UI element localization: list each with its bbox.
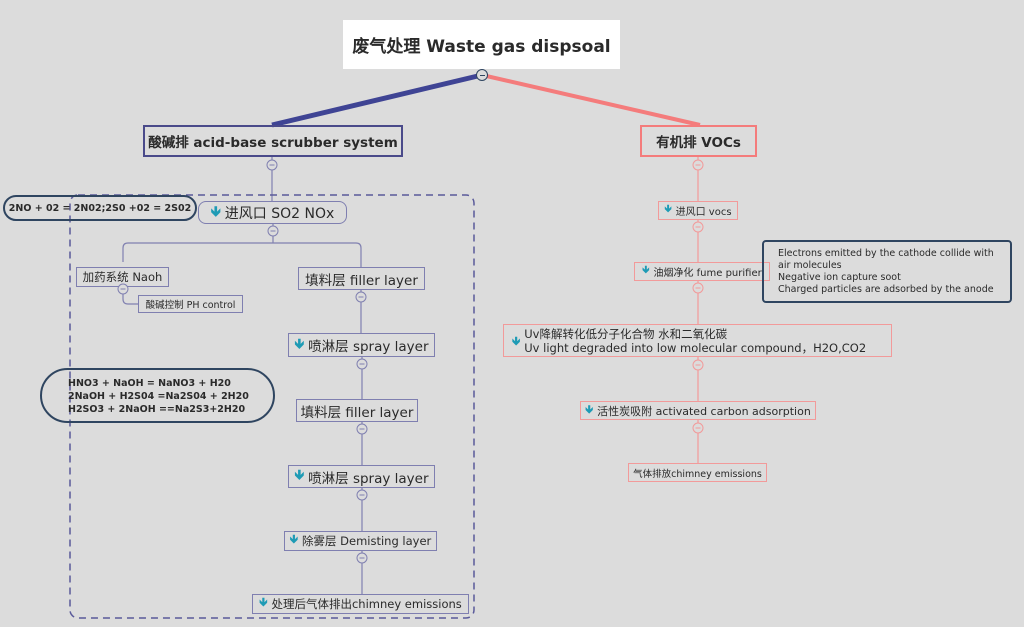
note-line: Charged particles are adsorbed by the an…	[778, 284, 994, 295]
equation-line: HNO3 + NaOH = NaNO3 + H20	[68, 378, 231, 389]
collapse-carbon[interactable]	[692, 422, 704, 434]
arrow-down-icon: 🡻	[642, 265, 650, 276]
chimney-emissions-left-node[interactable]: 🡻处理后气体排出chimney emissions	[252, 594, 469, 614]
callout-neutralization[interactable]: HNO3 + NaOH = NaNO3 + H20 2NaOH + H2S04 …	[40, 368, 275, 423]
inlet-so2-nox-node[interactable]: 🡻进风口 SO2 NOx	[198, 201, 347, 224]
spray-layer-1-node[interactable]: 🡻喷淋层 spray layer	[288, 333, 435, 357]
collapse-root[interactable]	[476, 69, 488, 81]
arrow-down-icon: 🡻	[210, 203, 221, 220]
note-line: Electrons emitted by the cathode collide…	[778, 248, 994, 271]
spray-layer-2-node[interactable]: 🡻喷淋层 spray layer	[288, 465, 435, 488]
arrow-down-icon: 🡻	[289, 531, 298, 546]
node-label: 油烟净化 fume purifier	[653, 268, 762, 279]
demisting-layer-node[interactable]: 🡻除雾层 Demisting layer	[284, 531, 437, 551]
fume-purifier-node[interactable]: 🡻油烟净化 fume purifier	[634, 262, 770, 281]
callout-oxidation[interactable]: 2NO + 02 = 2N02;2S0 +02 = 2S02	[3, 195, 197, 221]
node-label: Uv降解转化低分子化合物 水和二氧化碳	[524, 326, 728, 341]
collapse-vocs[interactable]	[692, 159, 704, 171]
collapse-inlet-vocs[interactable]	[692, 221, 704, 233]
activated-carbon-node[interactable]: 🡻活性炭吸附 activated carbon adsorption	[580, 401, 816, 420]
chimney-emissions-right-node[interactable]: 气体排放chimney emissions	[628, 463, 767, 482]
arrow-down-icon: 🡻	[512, 333, 521, 348]
collapse-spray-1[interactable]	[356, 358, 368, 370]
equation-line: H2SO3 + 2NaOH ==Na2S3+2H20	[68, 404, 246, 415]
arrow-down-icon: 🡻	[294, 467, 305, 483]
note-line: Negative ion capture soot	[778, 272, 901, 283]
fume-purifier-note[interactable]: Electrons emitted by the cathode collide…	[762, 240, 1012, 303]
node-label: 进风口 SO2 NOx	[224, 205, 335, 222]
collapse-demisting[interactable]	[356, 552, 368, 564]
collapse-fume[interactable]	[692, 282, 704, 294]
node-label: 喷淋层 spray layer	[308, 470, 429, 487]
node-label: 活性炭吸附 activated carbon adsorption	[597, 404, 811, 418]
arrow-down-icon: 🡻	[664, 204, 672, 215]
node-label: 除雾层 Demisting layer	[301, 534, 432, 548]
arrow-down-icon: 🡻	[294, 335, 305, 352]
collapse-filler-2[interactable]	[356, 423, 368, 435]
root-node[interactable]: 废气处理 Waste gas dispsoal	[343, 20, 620, 69]
collapse-inlet[interactable]	[267, 225, 279, 237]
collapse-filler-1[interactable]	[355, 291, 367, 303]
collapse-spray-2[interactable]	[356, 489, 368, 501]
filler-layer-2-node[interactable]: 填料层 filler layer	[296, 399, 418, 422]
collapse-uv[interactable]	[692, 359, 704, 371]
collapse-acid-base[interactable]	[266, 159, 278, 171]
ph-control-node[interactable]: 酸碱控制 PH control	[138, 295, 243, 313]
node-label: 处理后气体排出chimney emissions	[271, 597, 462, 611]
vocs-node[interactable]: 有机排 VOCs	[640, 125, 757, 157]
arrow-down-icon: 🡻	[585, 403, 594, 416]
equation-line: 2NaOH + H2S04 =Na2S04 + 2H20	[68, 391, 249, 402]
inlet-vocs-node[interactable]: 🡻进风口 vocs	[658, 201, 738, 220]
arrow-down-icon: 🡻	[259, 594, 268, 609]
collapse-dosing[interactable]	[117, 283, 129, 295]
acid-base-node[interactable]: 酸碱排 acid-base scrubber system	[143, 125, 403, 157]
node-label: Uv light degraded into low molecular com…	[524, 340, 867, 355]
node-label: 喷淋层 spray layer	[308, 339, 429, 355]
node-label: 进风口 vocs	[675, 207, 732, 218]
filler-layer-1-node[interactable]: 填料层 filler layer	[298, 267, 425, 290]
